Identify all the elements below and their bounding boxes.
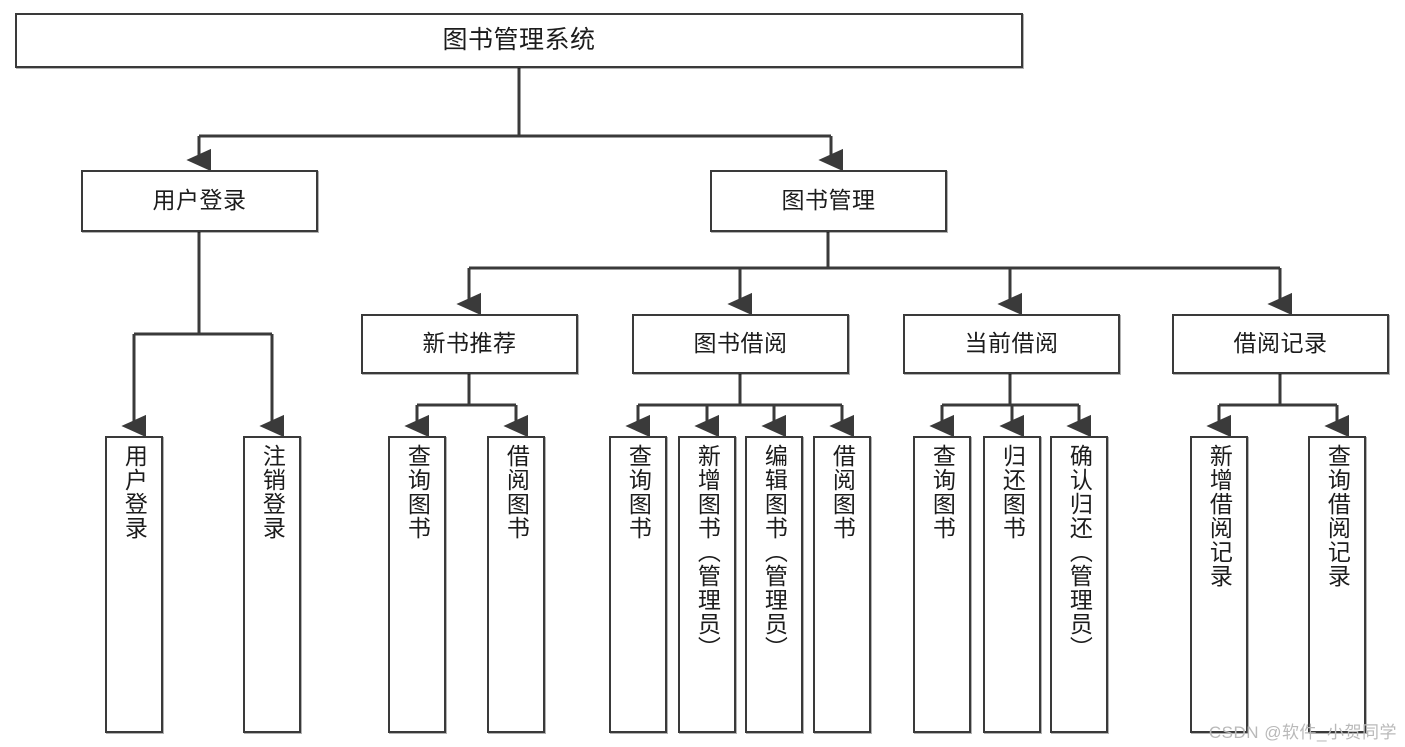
- node-leaf-user-login[interactable]: 用户登录: [105, 436, 163, 733]
- node-book-borrow[interactable]: 图书借阅: [632, 314, 849, 374]
- node-leaf-add-record-label: 新增借阅记录: [1206, 444, 1233, 588]
- node-book-management-label: 图书管理: [781, 187, 876, 214]
- node-root-label: 图书管理系统: [442, 25, 596, 54]
- node-leaf-edit-book-label: 编辑图书（管理员）: [761, 444, 788, 660]
- node-leaf-add-record[interactable]: 新增借阅记录: [1190, 436, 1248, 733]
- node-current-borrow-label: 当前借阅: [964, 330, 1059, 357]
- node-leaf-return-book-label: 归还图书: [999, 444, 1026, 540]
- node-leaf-borrow-book-1-label: 借阅图书: [503, 444, 530, 540]
- node-leaf-user-login-label: 用户登录: [121, 444, 148, 540]
- node-leaf-query-book-2-label: 查询图书: [625, 444, 652, 540]
- node-leaf-confirm-return[interactable]: 确认归还（管理员）: [1050, 436, 1108, 733]
- node-leaf-logout-login-label: 注销登录: [259, 444, 286, 540]
- node-leaf-borrow-book-1[interactable]: 借阅图书: [487, 436, 545, 733]
- node-leaf-query-record[interactable]: 查询借阅记录: [1308, 436, 1366, 733]
- node-user-login-label: 用户登录: [152, 187, 247, 214]
- node-borrow-record[interactable]: 借阅记录: [1172, 314, 1389, 374]
- node-leaf-query-book-1[interactable]: 查询图书: [388, 436, 446, 733]
- node-root[interactable]: 图书管理系统: [15, 13, 1023, 68]
- node-leaf-add-book[interactable]: 新增图书（管理员）: [678, 436, 736, 733]
- node-leaf-return-book[interactable]: 归还图书: [983, 436, 1041, 733]
- node-leaf-query-record-label: 查询借阅记录: [1324, 444, 1351, 588]
- node-new-book-recommend[interactable]: 新书推荐: [361, 314, 578, 374]
- node-borrow-record-label: 借阅记录: [1233, 330, 1328, 357]
- node-book-management[interactable]: 图书管理: [710, 170, 947, 232]
- node-leaf-query-book-2[interactable]: 查询图书: [609, 436, 667, 733]
- node-leaf-logout-login[interactable]: 注销登录: [243, 436, 301, 733]
- node-user-login[interactable]: 用户登录: [81, 170, 318, 232]
- node-leaf-borrow-book-2[interactable]: 借阅图书: [813, 436, 871, 733]
- node-book-borrow-label: 图书借阅: [693, 330, 788, 357]
- node-leaf-query-book-3[interactable]: 查询图书: [913, 436, 971, 733]
- node-leaf-query-book-3-label: 查询图书: [929, 444, 956, 540]
- node-leaf-edit-book[interactable]: 编辑图书（管理员）: [745, 436, 803, 733]
- node-leaf-add-book-label: 新增图书（管理员）: [694, 444, 721, 660]
- node-new-book-recommend-label: 新书推荐: [422, 330, 517, 357]
- node-leaf-confirm-return-label: 确认归还（管理员）: [1066, 444, 1093, 660]
- csdn-watermark: CSDN @软件_小贺同学: [1208, 723, 1397, 742]
- node-leaf-query-book-1-label: 查询图书: [404, 444, 431, 540]
- node-current-borrow[interactable]: 当前借阅: [903, 314, 1120, 374]
- node-leaf-borrow-book-2-label: 借阅图书: [829, 444, 856, 540]
